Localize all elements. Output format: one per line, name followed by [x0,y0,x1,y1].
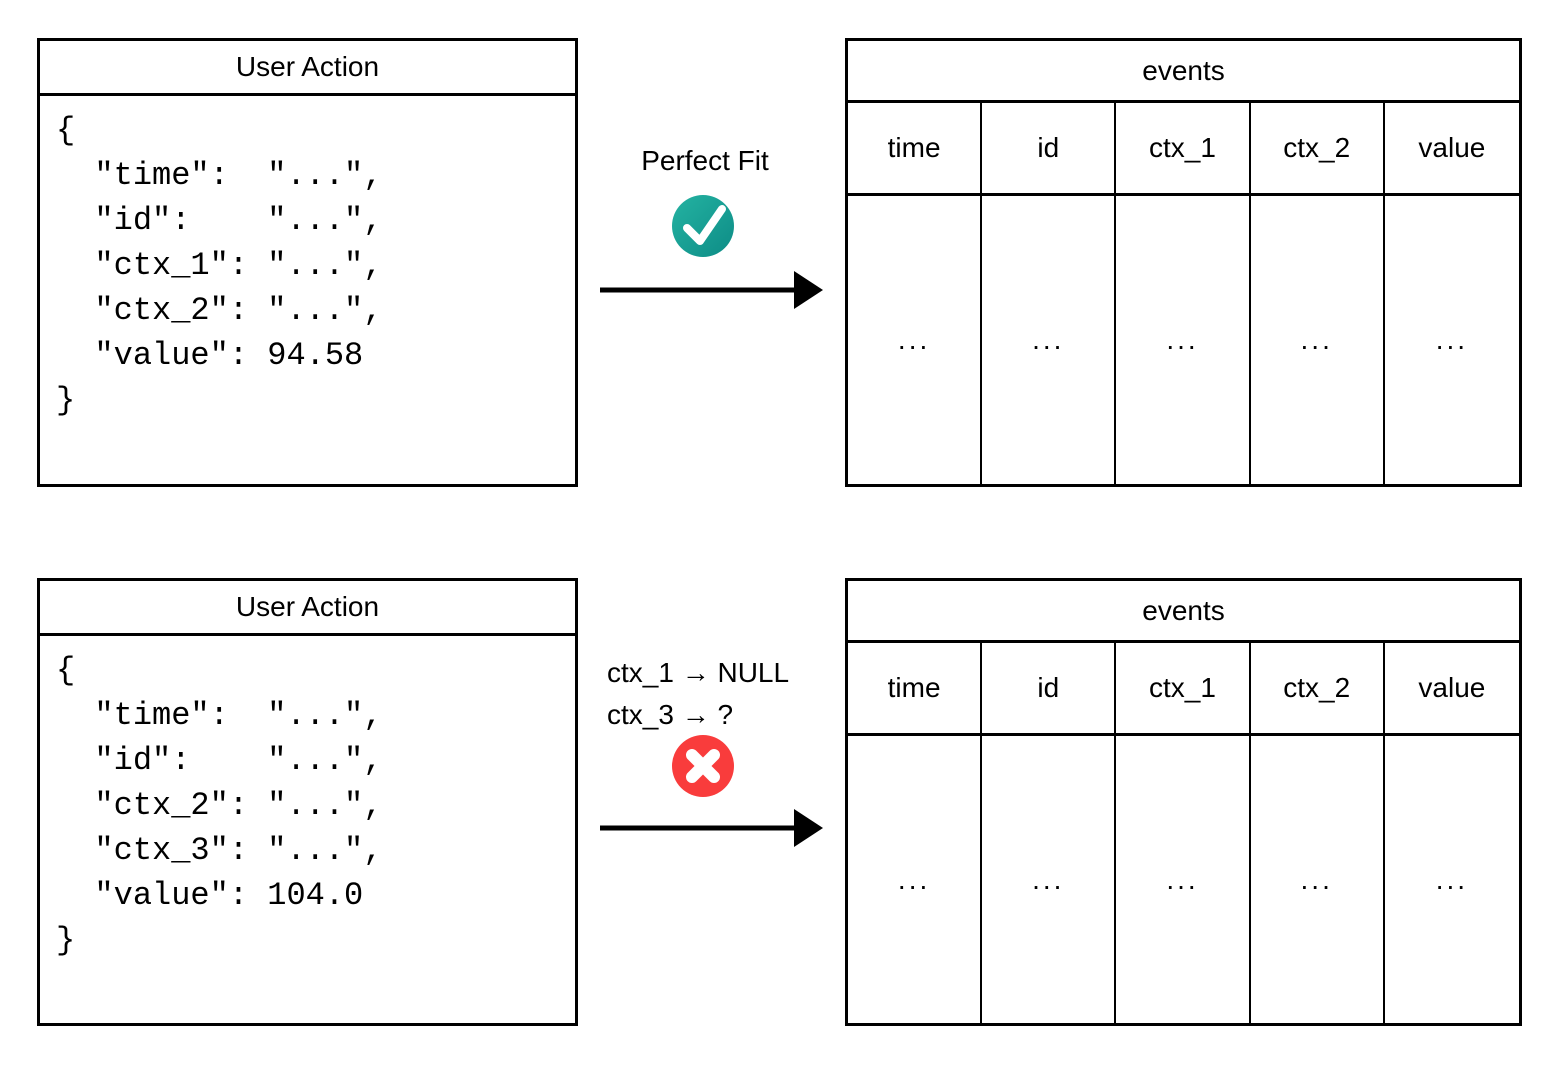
user-action-panel-bottom: User Action { "time": "...", "id": "..."… [37,578,578,1026]
cross-icon [672,735,734,797]
table-cell: ... [982,736,1117,1023]
transform-label: ctx_1 → NULL ctx_3 → ? [607,657,790,730]
table-cell: ... [1116,736,1251,1023]
table-cell: ... [1116,196,1251,484]
column-header: time [848,643,983,733]
table-header-row: time id ctx_1 ctx_2 value [848,103,1519,196]
table-cell: ... [1435,863,1469,895]
column-header: value [1418,132,1486,163]
checkmark-icon [672,195,734,257]
events-table-bottom: events time id ctx_1 ctx_2 value ... ...… [845,578,1522,1026]
table-title: events [848,581,1519,643]
events-table-top: events time id ctx_1 ctx_2 value ... ...… [845,38,1522,487]
column-header: id [982,643,1117,733]
table-data-row: ... ... ... ... ... [848,196,1519,484]
json-payload: { "time": "...", "id": "...", "ctx_2": "… [56,652,383,959]
json-payload: { "time": "...", "id": "...", "ctx_1": "… [56,112,383,419]
table-cell: ... [1251,736,1385,1023]
table-cell: ... [1251,196,1385,484]
panel-title: User Action [40,581,575,636]
table-cell: ... [1435,324,1469,355]
transform-label: Perfect Fit [641,145,769,176]
column-header: id [982,103,1117,193]
column-header: ctx_1 [1116,103,1251,193]
table-cell: ... [848,736,983,1023]
table-cell: ... [848,196,983,484]
arrow-right-icon [600,270,823,310]
table-cell: ... [982,196,1117,484]
table-title: events [848,41,1519,103]
column-header: value [1418,672,1486,703]
table-data-row: ... ... ... ... ... [848,736,1519,1023]
arrow-right-icon [600,808,823,848]
column-header: ctx_2 [1251,103,1385,193]
column-header: ctx_2 [1251,643,1385,733]
column-header: ctx_1 [1116,643,1251,733]
panel-title: User Action [40,41,575,96]
table-header-row: time id ctx_1 ctx_2 value [848,643,1519,736]
user-action-panel-top: User Action { "time": "...", "id": "..."… [37,38,578,487]
column-header: time [848,103,983,193]
